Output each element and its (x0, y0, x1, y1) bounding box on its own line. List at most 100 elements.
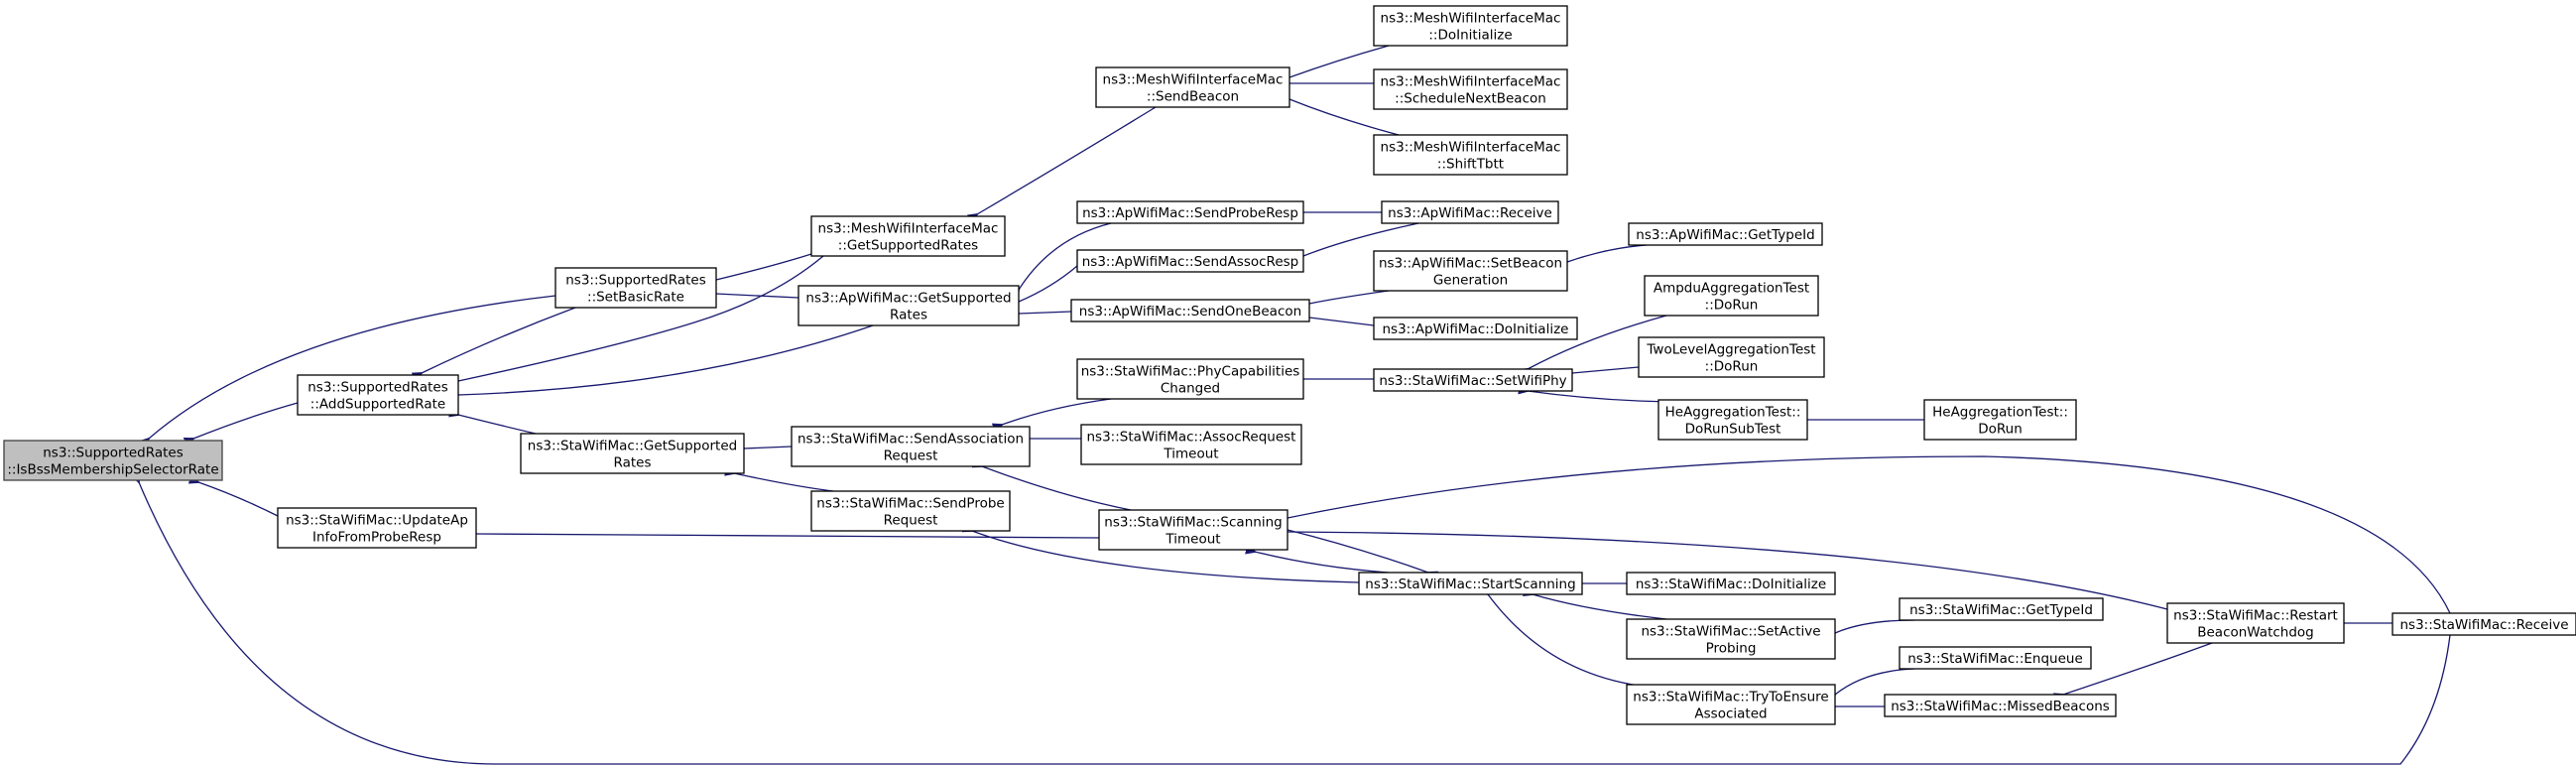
nodes-layer: ns3::SupportedRates::IsBssMembershipSele… (3, 5, 2576, 725)
node-label-line: Timeout (1165, 532, 1220, 548)
node-apSendOneBeacon[interactable]: ns3::ApWifiMac::SendOneBeacon (1070, 299, 1310, 322)
node-label-line: ::AddSupportedRate (310, 397, 445, 413)
node-label-line: ns3::ApWifiMac::SendProbeResp (1082, 205, 1298, 221)
node-meshSchedule[interactable]: ns3::MeshWifiInterfaceMac::ScheduleNextB… (1373, 68, 1568, 110)
edge-apGetSupported-from-apSendAssocResp (1019, 265, 1078, 302)
node-label-line: ::DoRun (1705, 298, 1759, 314)
node-label-line: ::DoInitialize (1428, 28, 1512, 44)
node-box (1923, 399, 2077, 441)
node-meshGetSupported[interactable]: ns3::MeshWifiInterfaceMac::GetSupportedR… (810, 215, 1006, 257)
node-meshDoInit[interactable]: ns3::MeshWifiInterfaceMac::DoInitialize (1373, 5, 1568, 47)
node-staSetWifiPhy[interactable]: ns3::StaWifiMac::SetWifiPhy (1373, 368, 1573, 392)
node-label-line: ns3::StaWifiMac::Enqueue (1907, 651, 2083, 667)
node-label-line: ns3::StaWifiMac::Scanning (1104, 515, 1282, 531)
node-apSendProbeResp[interactable]: ns3::ApWifiMac::SendProbeResp (1076, 200, 1304, 224)
node-apDoInit[interactable]: ns3::ApWifiMac::DoInitialize (1373, 317, 1578, 340)
node-label-line: Request (884, 513, 938, 529)
node-label-line: Generation (1433, 273, 1508, 289)
node-box (1373, 368, 1573, 392)
edge-tryToEnsure-from-staEnqueue (1835, 668, 1915, 695)
node-apGetSupported[interactable]: ns3::ApWifiMac::GetSupportedRates (797, 285, 1020, 326)
node-startScanning[interactable]: ns3::StaWifiMac::StartScanning (1358, 572, 1583, 595)
node-apSendAssocResp[interactable]: ns3::ApWifiMac::SendAssocResp (1076, 249, 1304, 273)
edge-sendAssocReq-from-phyCapChanged (1002, 398, 1112, 425)
node-setBasic[interactable]: ns3::SupportedRates::SetBasicRate (554, 267, 717, 309)
node-box (1899, 646, 2092, 670)
node-label-line: Timeout (1163, 447, 1218, 462)
node-root[interactable]: ns3::SupportedRates::IsBssMembershipSele… (3, 440, 223, 481)
edge-missedBeacons-from-restartWatchdog (2063, 642, 2213, 695)
node-label-line: ns3::ApWifiMac::Receive (1388, 205, 1552, 221)
edge-updateAp-from-scanningTimeout (476, 534, 1100, 538)
node-updateAp[interactable]: ns3::StaWifiMac::UpdateApInfoFromProbeRe… (277, 507, 477, 549)
node-apGetTypeId[interactable]: ns3::ApWifiMac::GetTypeId (1628, 222, 1823, 246)
node-label-line: ::SetBasicRate (587, 290, 684, 306)
edge-apSetBeaconGen-from-apGetTypeId (1567, 244, 1648, 262)
node-heDoRun[interactable]: HeAggregationTest::DoRun (1923, 399, 2077, 441)
edge-meshSendBeacon-from-meshShift (1289, 99, 1400, 136)
node-label-line: ns3::StaWifiMac::AssocRequest (1087, 430, 1296, 446)
node-box (1373, 5, 1568, 47)
node-heSubTest[interactable]: HeAggregationTest::DoRunSubTest (1657, 399, 1808, 441)
edge-apSendOneBeacon-from-apDoInit (1309, 318, 1375, 326)
node-box (810, 490, 1011, 532)
node-label-line: ns3::SupportedRates (43, 446, 184, 461)
node-label-line: ns3::StaWifiMac::DoInitialize (1636, 577, 1826, 592)
node-label-line: Changed (1161, 381, 1220, 397)
node-label-line: ns3::MeshWifiInterfaceMac (818, 221, 999, 237)
node-label-line: ns3::StaWifiMac::Restart (2173, 608, 2338, 624)
node-meshShift[interactable]: ns3::MeshWifiInterfaceMac::ShiftTbtt (1373, 134, 1568, 176)
node-twoLevelTest[interactable]: TwoLevelAggregationTest::DoRun (1638, 336, 1825, 378)
edge-root-from-addSupported (193, 402, 299, 439)
edge-root-from-updateAp (198, 482, 279, 517)
edge-addSupported-from-apGetSupported (458, 324, 874, 395)
edge-scanningTimeout-from-startScanning (1255, 552, 1390, 574)
node-staGetTypeId[interactable]: ns3::StaWifiMac::GetTypeId (1899, 597, 2104, 621)
node-label-line: ns3::ApWifiMac::SendOneBeacon (1079, 304, 1301, 320)
node-box (1626, 618, 1836, 660)
edge-sendAssocReq-from-scanningTimeout (982, 466, 1132, 511)
node-label-line: ns3::StaWifiMac::UpdateAp (286, 513, 468, 529)
edge-apGetSupported-from-apSendProbeResp (1019, 222, 1112, 290)
node-meshSendBeacon[interactable]: ns3::MeshWifiInterfaceMac::SendBeacon (1095, 66, 1290, 108)
edge-apGetSupported-from-apSendOneBeacon (1019, 312, 1072, 314)
node-label-line: ::ScheduleNextBeacon (1395, 91, 1546, 107)
node-staEnqueue[interactable]: ns3::StaWifiMac::Enqueue (1899, 646, 2092, 670)
node-label-line: AmpduAggregationTest (1654, 281, 1809, 297)
node-label-line: ns3::StaWifiMac::StartScanning (1365, 577, 1575, 592)
node-label-line: TwoLevelAggregationTest (1646, 342, 1815, 358)
node-apReceive[interactable]: ns3::ApWifiMac::Receive (1381, 200, 1559, 224)
edge-setActiveProbing-from-staGetTypeId (1835, 619, 1915, 633)
edge-meshGetSupported-from-meshSendBeacon (977, 106, 1157, 214)
edge-staSetWifiPhy-from-twoLevelTest (1572, 366, 1640, 373)
node-box (1080, 424, 1302, 465)
node-label-line: ns3::StaWifiMac::SetActive (1641, 624, 1820, 640)
node-addSupported[interactable]: ns3::SupportedRates::AddSupportedRate (297, 374, 459, 416)
edge-root-from-staReceive (139, 482, 2451, 765)
edge-staGetSupported-from-sendAssocReq (744, 447, 793, 449)
node-box (797, 285, 1020, 326)
node-staReceive[interactable]: ns3::StaWifiMac::Receive (2392, 612, 2576, 636)
edge-meshSendBeacon-from-meshDoInit (1289, 45, 1390, 77)
node-staGetSupported[interactable]: ns3::StaWifiMac::GetSupportedRates (520, 433, 745, 474)
edge-scanningTimeout-from-staReceive (1288, 455, 2451, 614)
node-box (1381, 200, 1559, 224)
node-box (554, 267, 717, 309)
node-box (1373, 250, 1568, 292)
node-missedBeacons[interactable]: ns3::StaWifiMac::MissedBeacons (1884, 694, 2117, 717)
node-label-line: Rates (614, 455, 652, 471)
node-staDoInit[interactable]: ns3::StaWifiMac::DoInitialize (1626, 572, 1836, 595)
edge-setBasic-from-apGetSupported (716, 294, 799, 298)
node-label-line: DoRunSubTest (1685, 422, 1781, 438)
edge-apSendAssocResp-from-apReceive (1303, 222, 1419, 256)
node-ampduTest[interactable]: AmpduAggregationTest::DoRun (1644, 275, 1819, 317)
